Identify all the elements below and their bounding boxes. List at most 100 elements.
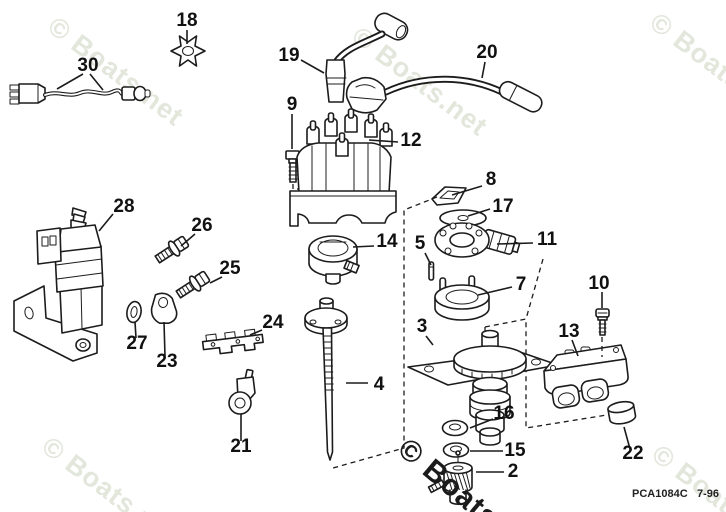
part-label-13: 13 [558,321,580,357]
leader-line-26 [180,233,196,247]
part-label-5: 5 [415,233,432,266]
diagram-code: PCA1084C [632,488,688,500]
part-label-16: 16 [469,403,515,429]
leader-line-30 [56,73,84,90]
part-number-10: 10 [588,273,609,294]
part-number-28: 28 [113,196,134,217]
part-label-2: 2 [476,461,518,482]
part-7-base [434,275,490,321]
part-label-12: 12 [368,130,422,151]
part-number-22: 22 [622,443,643,464]
part-28-ignition-coil [13,207,104,362]
leader-line-23 [163,321,166,357]
part-label-4: 4 [346,374,385,395]
part-number-12: 12 [400,130,421,151]
part-13-ignition-module [543,344,629,409]
part-label-14: 14 [352,231,398,252]
part-number-8: 8 [486,169,497,190]
part-2-roll-pin [427,479,446,494]
leader-line-3 [425,335,434,346]
part-label-27: 27 [126,321,148,354]
part-number-4: 4 [374,374,385,395]
part-27-washer [126,300,142,324]
leader-line-25 [209,276,223,284]
part-label-18: 18 [176,10,198,44]
part-number-11: 11 [537,229,558,250]
part-label-24: 24 [249,312,284,336]
leader-line-14 [352,245,375,248]
leader-line-20 [481,61,486,79]
part-label-3: 3 [417,316,434,346]
part-3-distributor-housing [407,329,559,446]
part-number-19: 19 [278,45,299,66]
part-number-5: 5 [415,233,426,254]
part-number-20: 20 [476,42,497,63]
part-label-28: 28 [98,196,135,232]
part-21-clamp [228,368,256,415]
part-2-drive-gear [427,450,473,505]
leader-line-13 [571,339,579,357]
part-16-washer [441,419,469,437]
part-8-hold-down-clip [431,186,467,206]
part-5-pin [428,261,435,281]
part-number-15: 15 [504,440,526,461]
boats-net-watermark: © Boats.net [644,7,726,128]
boats-net-watermark: © Boats.net [42,11,189,132]
part-label-30: 30 [56,55,104,91]
part-4-drive-shaft [304,297,348,461]
connector-prong [9,91,20,98]
part-30-trigger-wire-assembly [9,83,151,105]
part-label-20: 20 [476,42,498,79]
part-label-11: 11 [496,229,558,250]
watermark-layer-light: © Boats.net © Boats.net © Boats.net © Boats… [36,7,726,512]
part-label-22: 22 [622,426,644,464]
part-number-23: 23 [156,351,177,372]
part-number-13: 13 [558,321,579,342]
leader-line-8 [451,185,483,196]
leader-line-5 [424,252,432,266]
part-26-screw [154,235,190,264]
part-label-25: 25 [209,258,241,284]
part-label-9: 9 [287,94,298,149]
part-25-screw [175,270,211,299]
part-10-screw [595,308,610,357]
leader-line-27 [134,321,137,339]
leader-line-24 [249,329,263,336]
connector-prong [9,98,20,105]
part-14-rotor [308,235,360,285]
boats-net-watermark: © Boats.net [36,431,183,512]
leader-line-22 [623,426,631,450]
part-9-screw [285,150,306,190]
part-number-30: 30 [77,55,98,76]
part-number-27: 27 [126,333,147,354]
leader-line-16 [469,418,494,429]
leader-line-19 [300,59,325,74]
diagram-revision-date: 7-96 [697,488,719,500]
part-12-distributor-cap [289,108,397,227]
part-label-17: 17 [467,196,514,217]
part-22-grommet [607,400,637,425]
part-number-9: 9 [287,94,298,115]
part-number-7: 7 [516,274,527,295]
part-label-21: 21 [230,414,252,457]
part-number-25: 25 [219,258,241,279]
part-19-spark-plug-wire [325,12,409,103]
leader-line-7 [477,286,513,296]
part-label-26: 26 [180,215,213,247]
boats-net-watermark: © Boats.net [646,439,726,512]
part-label-15: 15 [470,440,526,461]
part-label-8: 8 [451,169,497,196]
part-label-7: 7 [477,274,527,296]
leader-line-11 [496,242,534,245]
part-number-3: 3 [417,316,428,337]
leader-line-17 [467,208,491,217]
part-label-19: 19 [278,45,325,74]
leader-line-28 [98,213,114,232]
part-15-washer [442,442,470,458]
part-label-23: 23 [156,321,178,372]
part-18-lock-clip [170,35,206,67]
part-number-26: 26 [191,215,212,236]
part-number-21: 21 [230,436,252,457]
